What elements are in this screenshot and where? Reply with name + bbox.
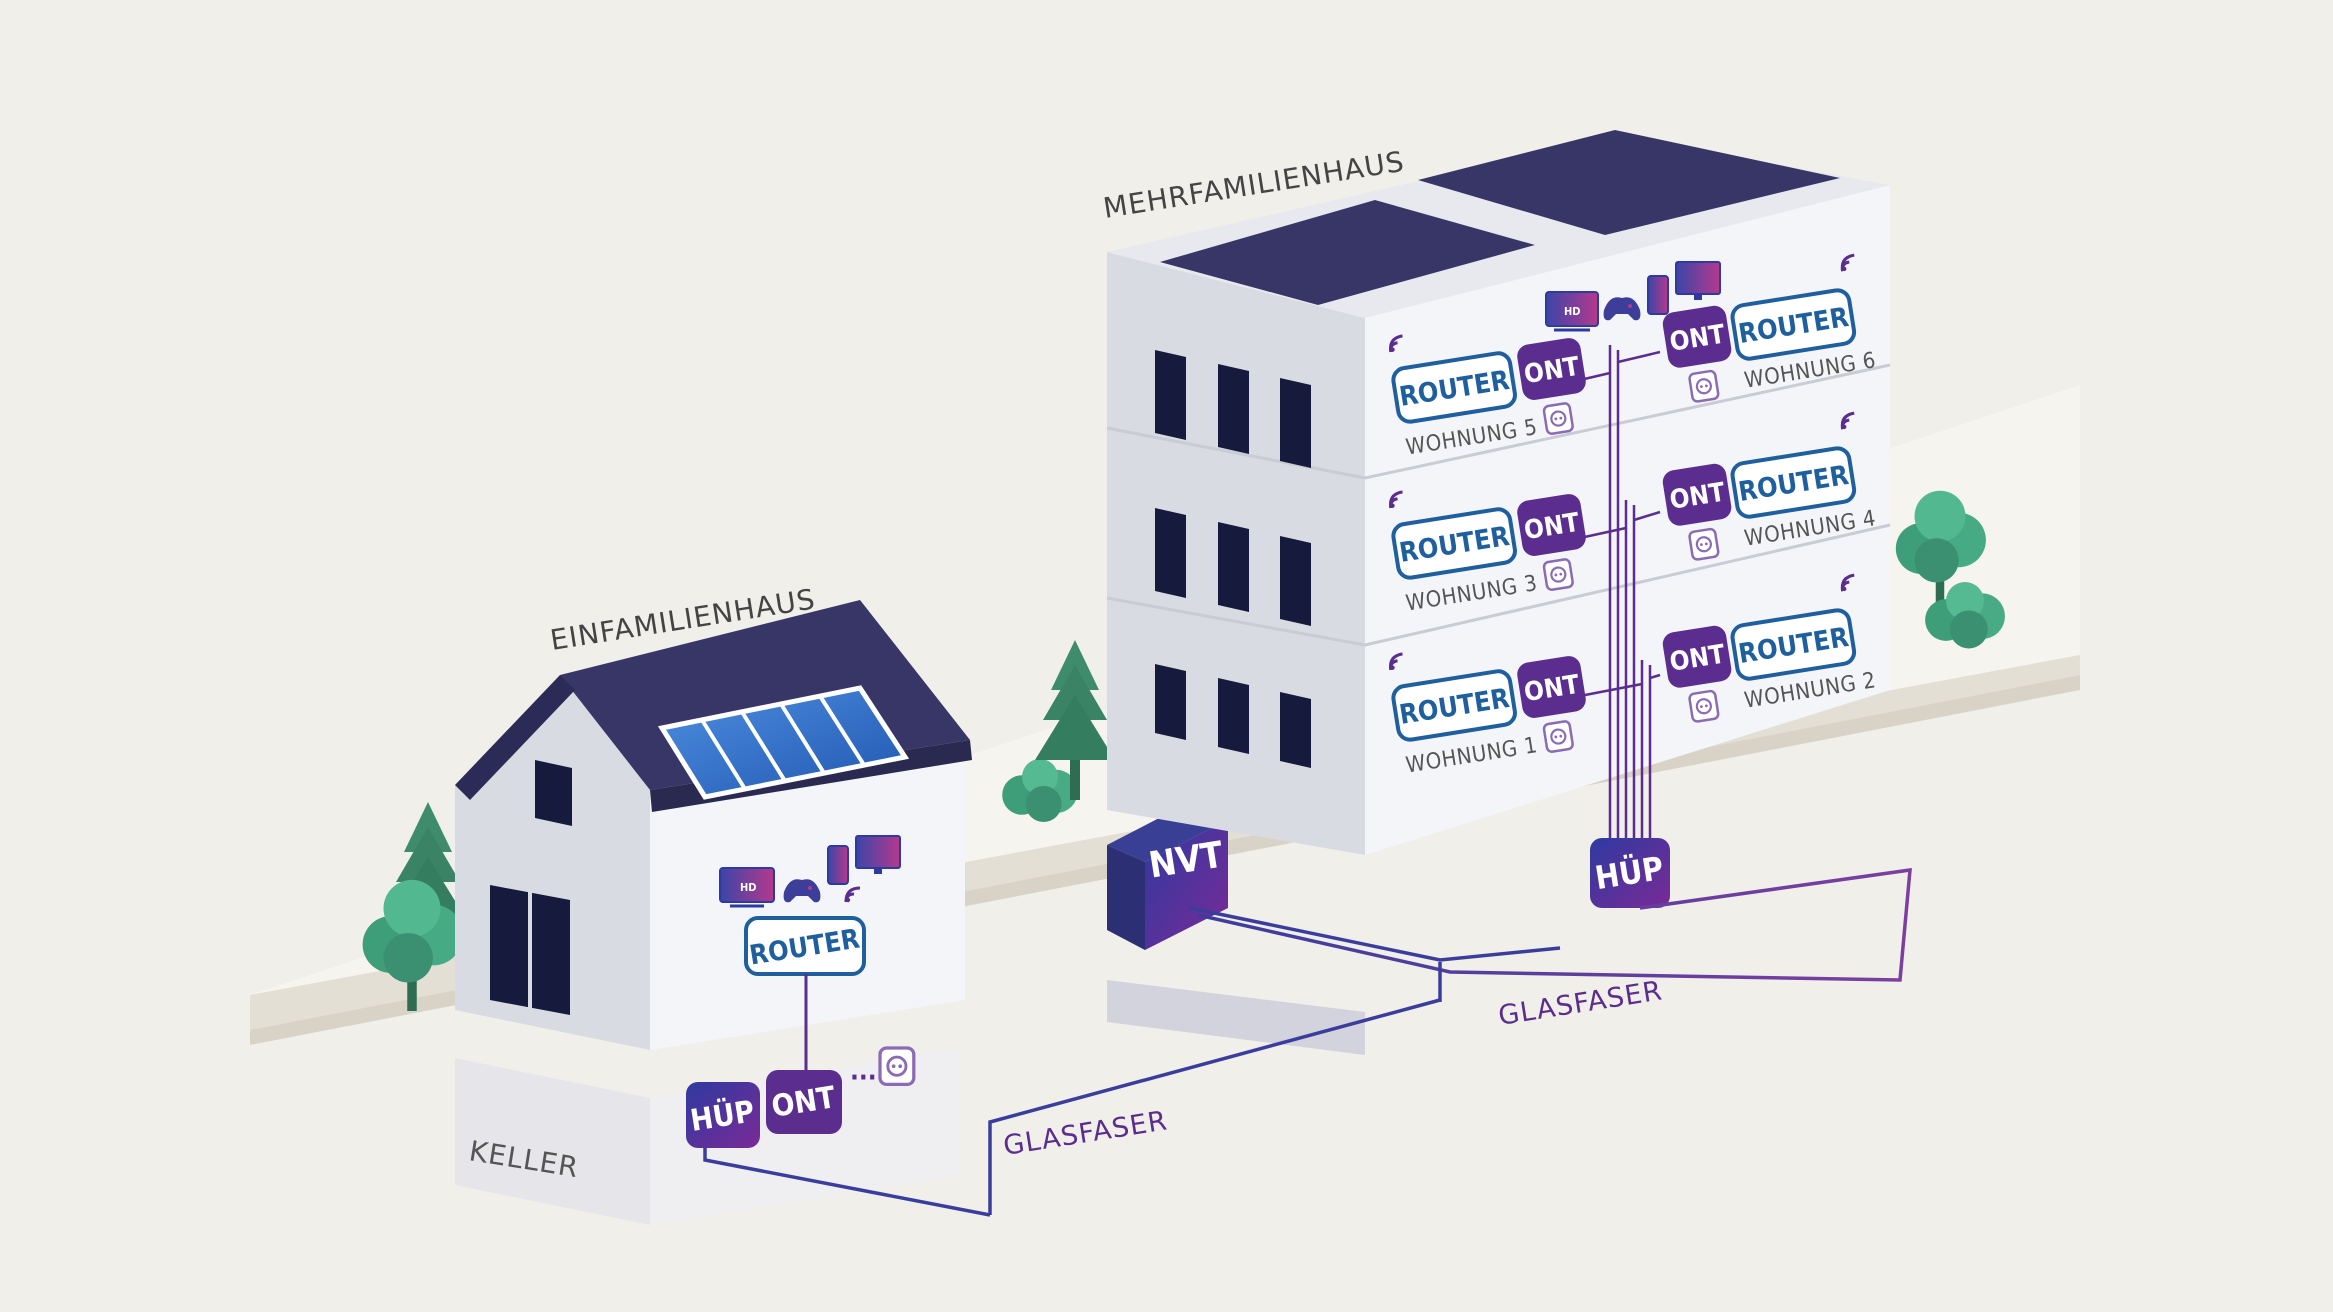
gamepad-icon [783, 879, 821, 903]
socket-icon [1542, 557, 1575, 592]
socket-icon [1542, 401, 1575, 436]
building-hup: HÜP [1590, 838, 1670, 908]
single-family-house [455, 600, 972, 1050]
apartment-ont: ONT [1662, 463, 1732, 526]
apartment-router: ROUTER [1391, 351, 1517, 424]
apartment-ont: ONT [1517, 338, 1586, 400]
house-hup: HÜP [686, 1082, 760, 1148]
building-basement [1107, 980, 1365, 1055]
solar-panel-icon [657, 685, 910, 800]
house-devices: HD [719, 835, 901, 908]
apartment-router: ROUTER [1391, 507, 1517, 580]
house-router: ROUTER [744, 916, 866, 976]
apartment-router: ROUTER [1730, 446, 1857, 519]
svg-text:HD: HD [1564, 305, 1581, 318]
smartphone-icon [1647, 275, 1669, 315]
smartphone-icon [827, 845, 849, 885]
fiber-cables [703, 867, 1912, 1217]
gamepad-icon [1603, 297, 1641, 321]
label-fiber-right: GLASFASER [1496, 975, 1664, 1032]
apartment-ont: ONT [1662, 625, 1732, 688]
socket-icon [1687, 689, 1721, 724]
hd-tv-icon: HD [719, 867, 775, 908]
cellar-block [455, 1058, 650, 1225]
socket-icon [1687, 369, 1721, 404]
hd-tv-icon: HD [1545, 291, 1599, 332]
socket-icon [1687, 527, 1721, 562]
socket-icon [878, 1046, 916, 1087]
socket-icon [1542, 719, 1575, 754]
fiber-risers [1579, 345, 1661, 850]
monitor-icon [1675, 261, 1721, 300]
building-devices: HD [1545, 261, 1721, 332]
apartment-router: ROUTER [1391, 669, 1517, 742]
apartment-ont: ONT [1517, 656, 1586, 718]
monitor-icon [855, 835, 901, 874]
svg-text:HD: HD [740, 881, 757, 894]
apartment-router: ROUTER [1730, 608, 1857, 681]
apartment-router: ROUTER [1730, 288, 1857, 361]
house-ont: ONT [766, 1070, 842, 1134]
svg-text:···: ··· [850, 1063, 877, 1093]
apartment-ont: ONT [1662, 305, 1732, 368]
apartment-ont: ONT [1517, 494, 1586, 556]
